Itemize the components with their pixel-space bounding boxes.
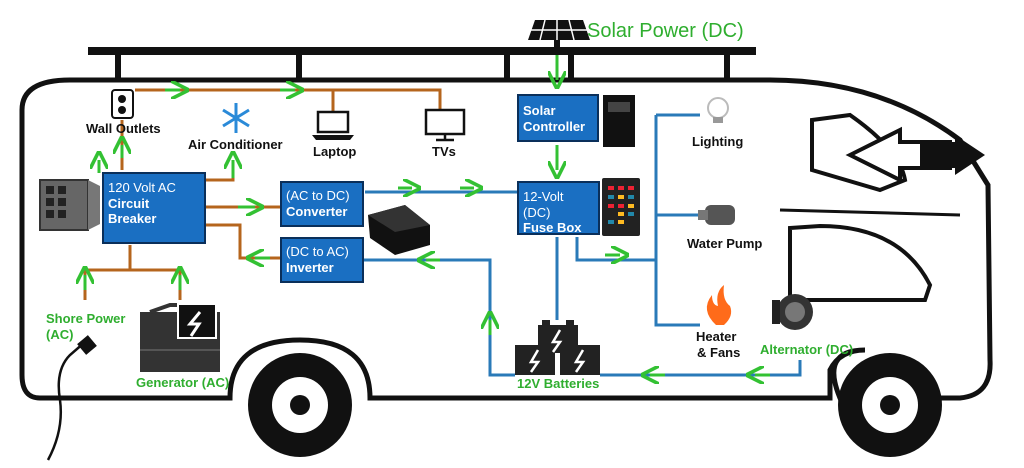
breaker-line3: Breaker [108, 211, 157, 227]
flame-icon [706, 285, 732, 325]
batteries-icon [515, 320, 600, 375]
inverter-device-icon [368, 205, 430, 255]
alternator-icon [772, 294, 813, 330]
fuse-box-line2: Fuse Box [523, 220, 582, 236]
solar-panel-icon [528, 19, 590, 48]
fuse-device-icon [602, 178, 640, 236]
batteries-label: 12V Batteries [517, 376, 600, 391]
mirror-arrow-icon [845, 126, 985, 184]
light-bulb-icon [707, 97, 729, 123]
breaker-line2: Circuit [108, 195, 150, 211]
converter-line2: Converter [286, 203, 348, 219]
inverter-box: (DC to AC) Inverter [280, 237, 364, 283]
fuse-box-line1: 12-Volt (DC) [523, 189, 564, 220]
converter-line1: (AC to DC) [286, 188, 350, 203]
front-wheel [838, 353, 942, 457]
controller-device-icon [603, 95, 635, 147]
heater-label-line2: & Fans [697, 345, 741, 360]
wall-outlets-label: Wall Outlets [86, 121, 161, 136]
diagram-title: Solar Power (DC) [587, 20, 744, 42]
solar-controller-line2: Controller [523, 118, 586, 134]
heater-label-line1: Heater [696, 329, 737, 344]
wall-outlet-icon [111, 89, 134, 119]
shore-power-label-line2: (AC) [46, 327, 74, 342]
snowflake-icon [222, 103, 250, 133]
shore-power-label-line1: Shore Power [46, 311, 126, 326]
flow-arrows [85, 55, 770, 375]
fuse-box: 12-Volt (DC) Fuse Box [517, 181, 600, 235]
inverter-line2: Inverter [286, 259, 334, 275]
alternator-label: Alternator (DC) [760, 342, 854, 357]
tv-icon [424, 108, 466, 142]
roof-rack [88, 47, 756, 79]
water-pump-icon [698, 205, 735, 225]
electrical-panel-icon [39, 179, 100, 231]
tvs-label: TVs [432, 144, 456, 159]
shore-plug-icon [46, 335, 97, 461]
breaker-line1: 120 Volt AC [108, 180, 176, 195]
generator-icon [140, 303, 220, 372]
laptop-label: Laptop [313, 144, 357, 159]
rear-wheel [248, 353, 352, 457]
breaker-box: 120 Volt AC Circuit Breaker [102, 172, 206, 244]
lighting-label: Lighting [692, 134, 744, 149]
converter-box: (AC to DC) Converter [280, 181, 364, 227]
laptop-icon [312, 110, 354, 140]
inverter-line1: (DC to AC) [286, 244, 349, 259]
water-pump-label: Water Pump [687, 236, 763, 251]
air-conditioner-label: Air Conditioner [188, 137, 283, 152]
generator-label: Generator (AC) [136, 375, 230, 390]
cab-door-line [779, 208, 961, 217]
solar-controller-line1: Solar [523, 103, 556, 118]
cab-window-lower [788, 223, 933, 302]
solar-controller-box: Solar Controller [517, 94, 599, 142]
